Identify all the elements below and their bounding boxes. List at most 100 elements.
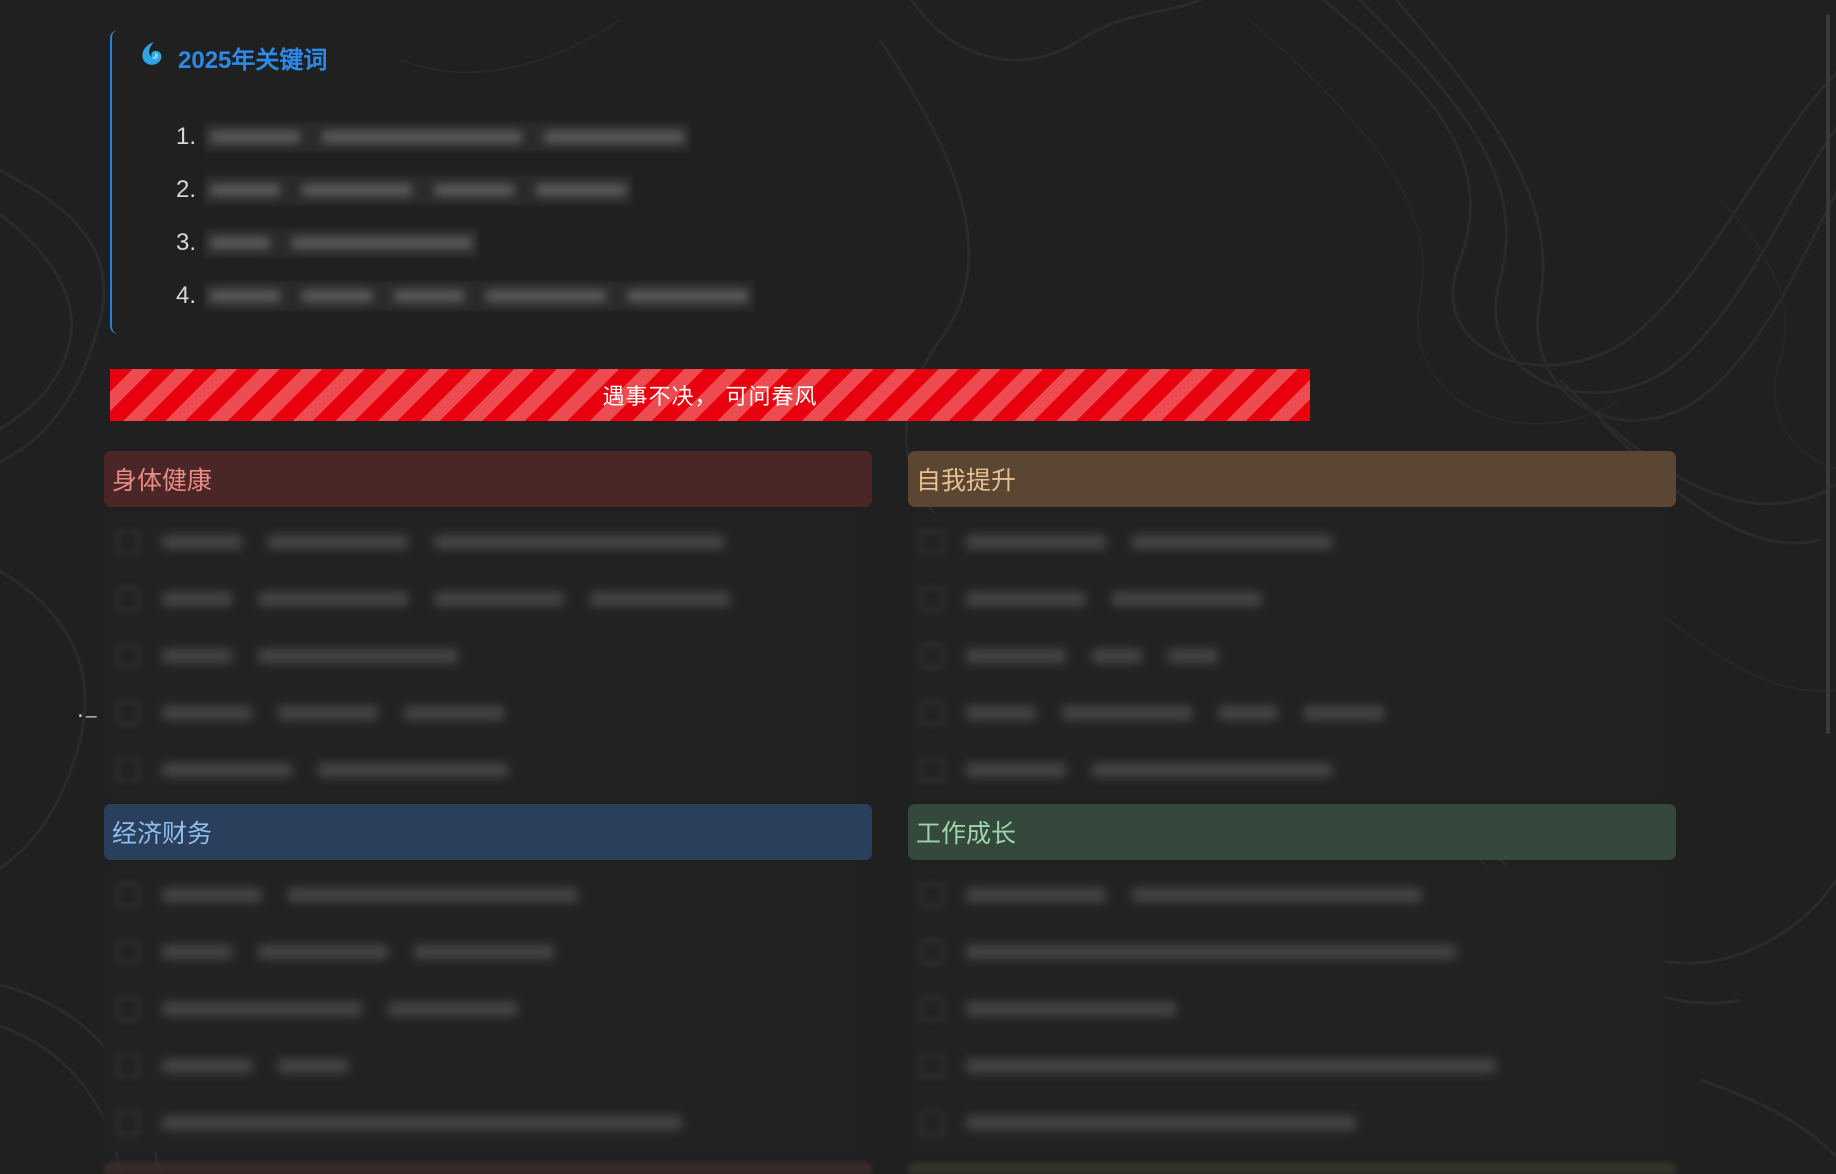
task-item[interactable] (104, 513, 860, 570)
task-item[interactable] (908, 570, 1664, 627)
list-number: 3. (175, 228, 196, 256)
redacted-text (162, 944, 554, 959)
keyword-item: 3. (162, 216, 754, 269)
task-checkbox[interactable] (920, 757, 944, 782)
redacted-text (162, 887, 578, 902)
task-checkbox[interactable] (920, 996, 944, 1021)
task-item[interactable] (104, 923, 860, 980)
task-checkbox[interactable] (920, 882, 944, 907)
task-checkbox[interactable] (920, 643, 944, 668)
callout-title-text: 2025年关键词 (178, 47, 328, 74)
task-item[interactable] (908, 627, 1664, 684)
task-item[interactable] (104, 741, 860, 798)
card-header[interactable]: 自我提升 (908, 451, 1676, 507)
redacted-text (204, 280, 754, 311)
task-item[interactable] (908, 1094, 1664, 1151)
keyword-item: 2. (162, 163, 754, 216)
card-title: 身体健康 (112, 466, 213, 495)
task-checkbox[interactable] (116, 939, 140, 964)
task-list (908, 513, 1664, 798)
redacted-text (162, 705, 504, 720)
task-checkbox[interactable] (920, 1053, 944, 1078)
card-title: 经济财务 (112, 819, 213, 848)
redacted-text (966, 1115, 1356, 1130)
task-checkbox[interactable] (920, 1110, 944, 1135)
task-list (908, 866, 1664, 1151)
task-item[interactable] (104, 980, 860, 1037)
redacted-text (966, 1058, 1496, 1073)
redacted-text (162, 1115, 682, 1130)
task-item[interactable] (908, 1037, 1664, 1094)
list-number: 4. (175, 281, 196, 309)
motto-banner: 遇事不决， 可问春风 (110, 369, 1310, 421)
card-title: 工作成长 (916, 819, 1017, 848)
redacted-text (162, 1058, 348, 1073)
task-checkbox[interactable] (920, 939, 944, 964)
redacted-text (162, 1001, 518, 1016)
task-item[interactable] (908, 684, 1664, 741)
task-checkbox[interactable] (920, 529, 944, 554)
redacted-text (966, 705, 1384, 720)
task-checkbox[interactable] (116, 1110, 140, 1135)
redacted-text (966, 648, 1218, 663)
task-item[interactable] (908, 980, 1664, 1037)
task-list (104, 513, 860, 798)
next-card-header-right (908, 1162, 1676, 1174)
redacted-text (162, 648, 458, 663)
redacted-text (204, 121, 690, 152)
redacted-text (966, 1001, 1176, 1016)
card-finance: 经济财务 (104, 804, 872, 1151)
task-checkbox[interactable] (116, 643, 140, 668)
task-checkbox[interactable] (116, 529, 140, 554)
callout-title[interactable]: 2025年关键词 (140, 40, 327, 75)
redacted-text (966, 762, 1332, 777)
redacted-text (204, 227, 478, 258)
next-card-header-left (104, 1162, 872, 1174)
keywords-callout: 2025年关键词 1. 2. 3. 4. (110, 30, 1010, 334)
redacted-text (162, 762, 508, 777)
drag-handle-icon[interactable]: ·— (75, 706, 97, 727)
card-self-improvement: 自我提升 (908, 451, 1676, 798)
redacted-text (162, 534, 724, 549)
redacted-text (966, 887, 1422, 902)
task-item[interactable] (908, 741, 1664, 798)
task-item[interactable] (104, 627, 860, 684)
scrollbar[interactable] (1826, 14, 1830, 734)
card-health: 身体健康 (104, 451, 872, 798)
redacted-text (966, 534, 1332, 549)
task-item[interactable] (104, 1037, 860, 1094)
keyword-item: 1. (162, 110, 754, 163)
card-header[interactable]: 身体健康 (104, 451, 872, 507)
redacted-text (966, 591, 1262, 606)
task-checkbox[interactable] (116, 700, 140, 725)
water-drop-icon (140, 41, 164, 74)
card-header[interactable]: 工作成长 (908, 804, 1676, 860)
task-checkbox[interactable] (116, 1053, 140, 1078)
redacted-text (966, 944, 1456, 959)
task-checkbox[interactable] (116, 882, 140, 907)
motto-text: 遇事不决， 可问春风 (602, 385, 818, 410)
task-item[interactable] (104, 866, 860, 923)
task-item[interactable] (908, 866, 1664, 923)
task-list (104, 866, 860, 1151)
task-item[interactable] (908, 923, 1664, 980)
task-item[interactable] (104, 1094, 860, 1151)
task-checkbox[interactable] (116, 586, 140, 611)
task-checkbox[interactable] (920, 586, 944, 611)
task-checkbox[interactable] (116, 757, 140, 782)
keywords-list: 1. 2. 3. 4. (162, 110, 754, 322)
card-work-growth: 工作成长 (908, 804, 1676, 1151)
task-item[interactable] (908, 513, 1664, 570)
task-item[interactable] (104, 570, 860, 627)
redacted-text (162, 591, 730, 606)
card-header[interactable]: 经济财务 (104, 804, 872, 860)
list-number: 2. (175, 175, 196, 203)
redacted-text (204, 174, 632, 205)
list-number: 1. (175, 122, 196, 150)
task-checkbox[interactable] (116, 996, 140, 1021)
keyword-item: 4. (162, 269, 754, 322)
task-checkbox[interactable] (920, 700, 944, 725)
task-item[interactable] (104, 684, 860, 741)
card-title: 自我提升 (916, 466, 1017, 495)
